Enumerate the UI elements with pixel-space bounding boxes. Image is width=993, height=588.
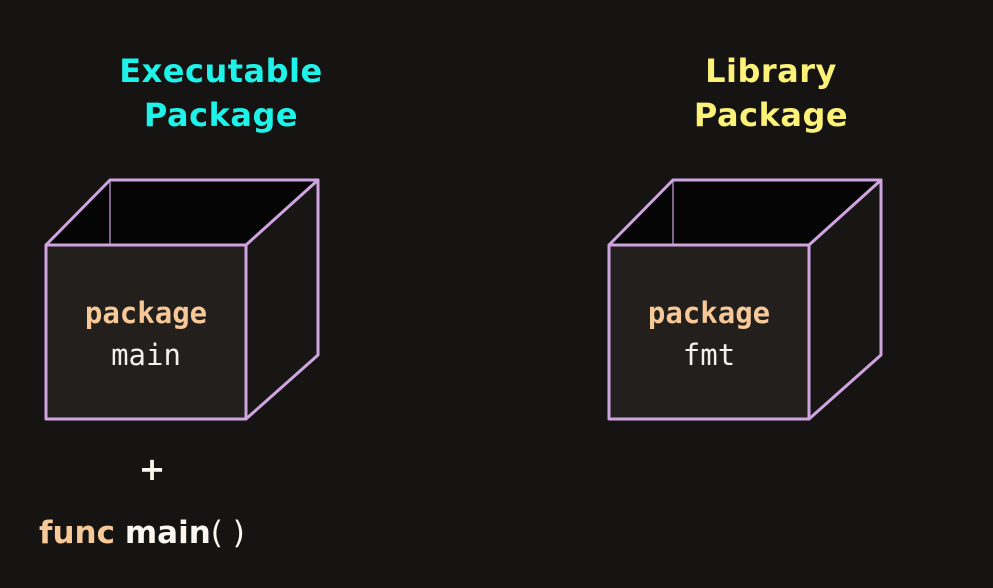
func-main-declaration: func main( ) [39,511,245,555]
box-front-face [609,245,809,419]
executable-package-title: Executable Package [90,49,352,137]
func-parens: ( ) [210,515,245,551]
package-name: main [111,338,181,372]
box-side-face [809,180,881,419]
package-keyword: package [647,296,771,330]
box-side-face [246,180,318,419]
func-name: main [124,515,211,551]
executable-title-line2: Package [143,96,299,134]
library-package-title: Library Package [660,49,882,137]
box-opening [609,180,881,245]
library-title-line1: Library [705,52,837,90]
executable-package-label: package main [46,292,246,376]
box-opening [46,180,318,245]
box-outline [44,178,320,421]
box-outline [607,178,883,421]
package-name: fmt [682,338,736,372]
library-title-line2: Package [693,96,849,134]
plus-sign: + [138,450,166,488]
library-package-label: package fmt [609,292,809,376]
box-front-face [46,245,246,419]
func-keyword: func [39,515,116,551]
executable-title-line1: Executable [119,52,323,90]
package-keyword: package [84,296,208,330]
